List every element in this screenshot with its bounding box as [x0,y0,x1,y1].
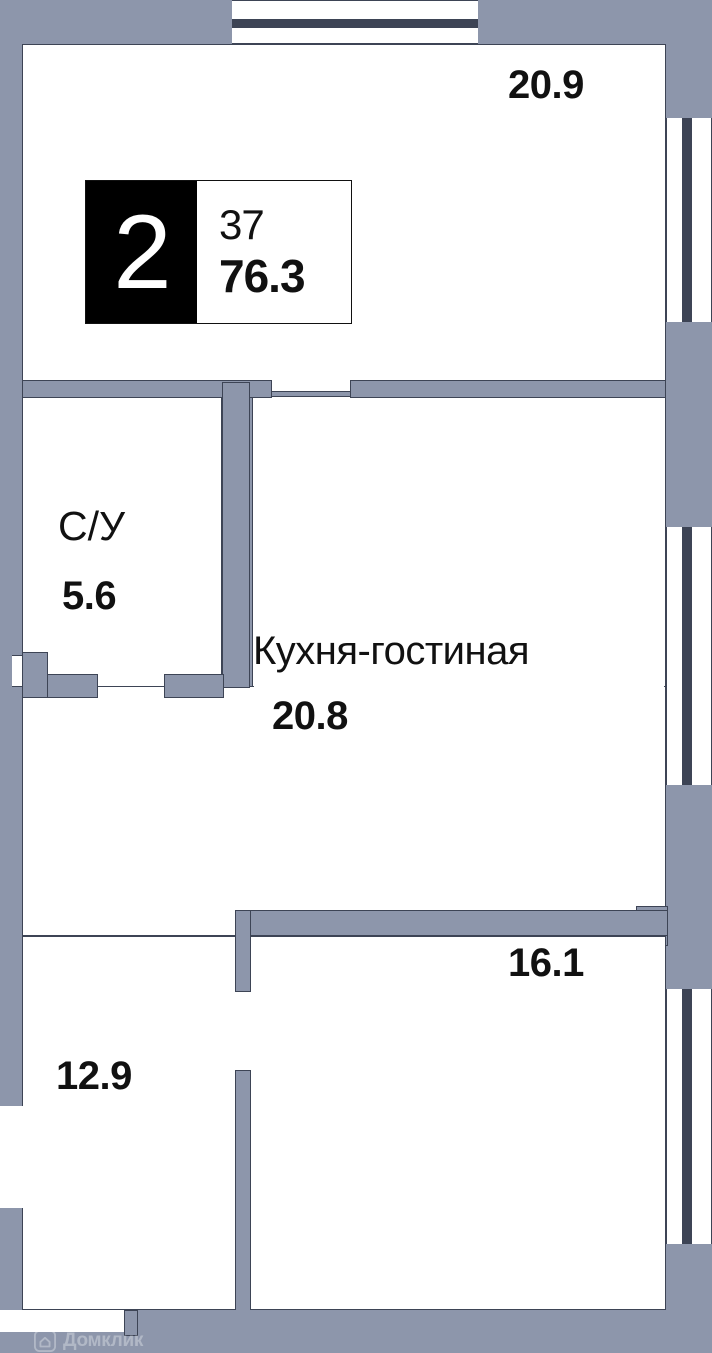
window-top-glass [232,19,478,28]
badge-room-count: 2 [86,181,197,323]
room-left-bedroom [22,936,236,1310]
badge-total-area: 76.3 [219,249,306,302]
room-label-kitchen-living-name: Кухня-гостиная [253,629,530,673]
wall-bottom-step [0,1310,124,1332]
apartment-summary-badge: 2 37 76.3 [85,180,352,324]
room-kitchen-living-lower [22,686,666,936]
wall-bathroom-notch [22,652,48,698]
window-right-2-glass [682,527,692,785]
wall-right-bedroom-left-upper [235,910,251,992]
area-label-top-bedroom: 20.9 [508,63,584,107]
area-label-left-bedroom: 12.9 [56,1054,132,1098]
wall-right-bedroom-left-lower [235,1070,251,1314]
kitchen-living-join [254,660,664,720]
wall-bottom-step-edge [124,1310,138,1336]
area-label-right-bedroom: 16.1 [508,941,584,985]
wall-bathroom-right [222,382,250,688]
wall-top-divider-right [350,380,666,398]
room-label-bathroom-name: С/У [58,503,126,549]
entrance-doorway [0,1106,24,1208]
wall-bathroom-bottom-right [164,674,224,698]
badge-floor-number: 37 [219,200,265,248]
wall-right-bedroom-top [235,910,668,936]
room-right-bedroom [250,936,666,1310]
area-label-bathroom: 5.6 [62,574,117,618]
window-right-3-glass [682,989,692,1244]
area-label-kitchen-living: 20.8 [272,694,348,738]
left-bedroom-doorway [226,992,254,1072]
badge-info: 37 76.3 [197,181,351,323]
window-right-1-glass [682,118,692,322]
wall-top-divider-left [22,380,272,398]
